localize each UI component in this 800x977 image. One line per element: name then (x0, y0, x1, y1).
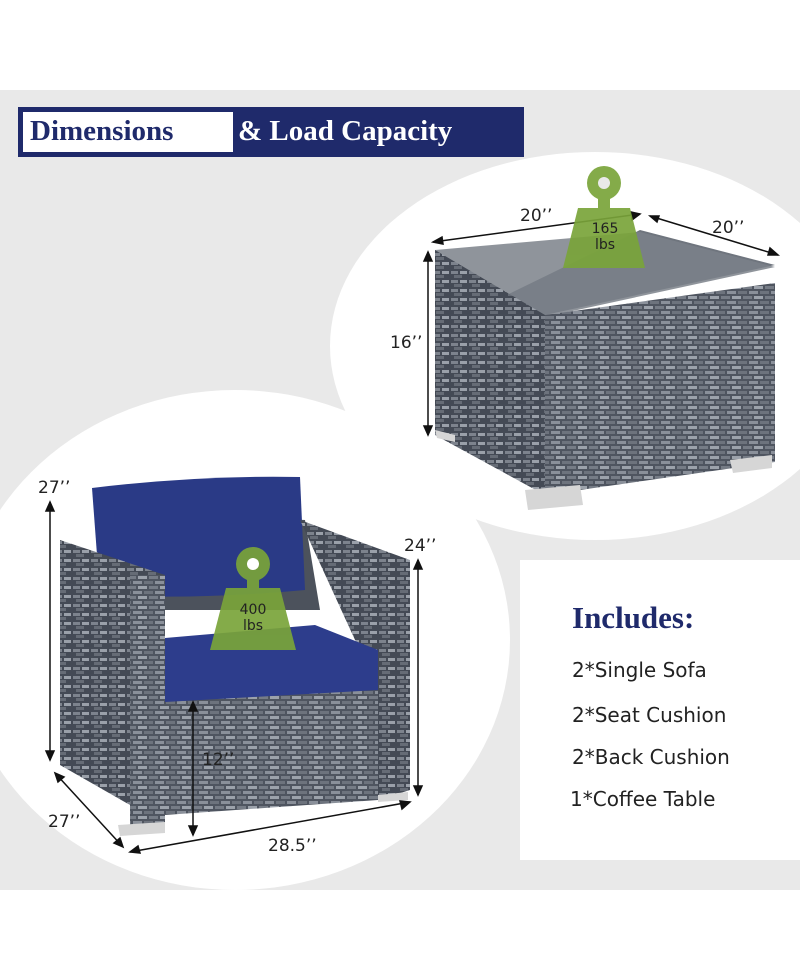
product-canvas: Dimensions & Load Capacity (0, 90, 800, 890)
sofa-arm-right (300, 520, 410, 800)
sofa-arm-height-label: 24’’ (404, 536, 437, 556)
table-height-label: 16’’ (390, 333, 423, 353)
includes-panel: Includes: 2*Single Sofa 2*Seat Cushion 2… (520, 560, 800, 860)
sofa-width-label: 28.5’’ (268, 836, 317, 856)
includes-item: 1*Coffee Table (570, 787, 716, 811)
table-side-left (435, 250, 545, 495)
sofa-height-label: 27’’ (38, 478, 71, 498)
sofa-load-unit: lbs (242, 618, 264, 634)
includes-item: 2*Back Cushion (572, 745, 730, 769)
title-highlight-box (23, 112, 233, 152)
sofa-base-front (165, 688, 378, 815)
sofa-foot (378, 792, 408, 802)
table-load-unit: lbs (594, 237, 616, 253)
sofa-arm-left-front (130, 575, 165, 830)
weight-icon-hole (247, 558, 259, 570)
sofa-seat-height-label: 12’’ (202, 750, 235, 770)
sofa-depth-label: 27’’ (48, 812, 81, 832)
table-load-value: 165 (591, 221, 619, 237)
sofa-load-rating: 400 lbs (226, 602, 280, 634)
sofa-foot (118, 822, 165, 836)
weight-icon (563, 166, 645, 268)
title-word-load-capacity: & Load Capacity (238, 115, 453, 147)
coffee-table (435, 230, 775, 510)
title-word-dimensions: Dimensions (30, 115, 174, 147)
single-sofa (60, 476, 410, 836)
table-foot (435, 430, 455, 442)
table-depth-label: 20’’ (712, 218, 745, 238)
includes-title: Includes: (572, 600, 695, 635)
table-foot (525, 485, 583, 510)
includes-item: 2*Single Sofa (572, 658, 707, 682)
weight-icon-hole (598, 177, 610, 189)
sofa-dimension-lines (44, 500, 424, 854)
title-banner: Dimensions & Load Capacity (18, 107, 524, 157)
furniture-illustration (44, 166, 780, 854)
table-width-label: 20’’ (520, 206, 553, 226)
includes-item: 2*Seat Cushion (572, 703, 727, 727)
table-side-front (545, 283, 775, 495)
sofa-load-value: 400 (239, 602, 267, 618)
table-load-rating: 165 lbs (578, 221, 632, 253)
table-foot (730, 455, 772, 473)
